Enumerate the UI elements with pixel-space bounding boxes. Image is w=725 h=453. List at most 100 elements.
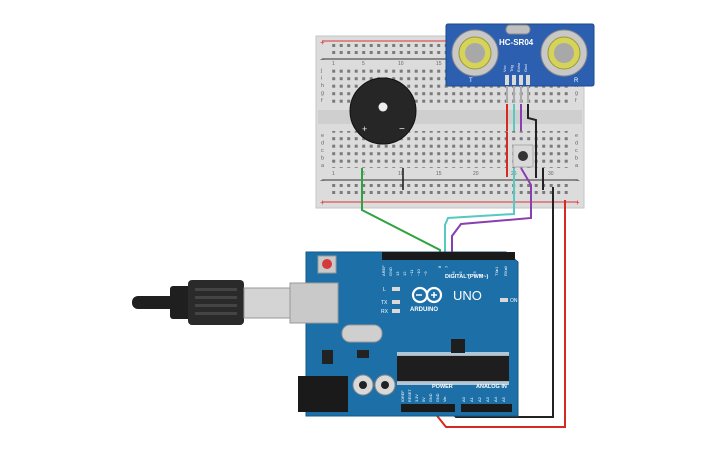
sensor-t-mark: T	[469, 78, 473, 84]
pin-label: Vin	[443, 397, 447, 402]
pin-label: 2	[479, 273, 484, 276]
pin-label: IOREF	[401, 390, 405, 402]
row-letter: e	[575, 133, 578, 139]
piezo-buzzer[interactable]: + −	[349, 77, 417, 145]
button-cap[interactable]	[518, 151, 528, 161]
tx-label: TX	[381, 300, 388, 306]
row-letter: g	[575, 91, 578, 97]
buzzer-plus-label: +	[362, 124, 367, 134]
arduino-brand: ARDUINO	[410, 307, 438, 313]
pin-label: GND	[388, 267, 393, 276]
row-letter: d	[321, 141, 324, 147]
column-number: 10	[398, 61, 404, 67]
column-number: 5	[362, 171, 365, 177]
pin-label: 3.3V	[415, 394, 419, 402]
sensor-pin-label: Vcc	[502, 65, 507, 72]
pin-label: 13	[395, 271, 400, 276]
pin-label: 5V	[422, 397, 426, 402]
pin-label: ~6	[451, 271, 456, 276]
row-letter: c	[575, 148, 578, 154]
power-wire[interactable]	[433, 200, 566, 428]
power-header[interactable]	[401, 404, 455, 412]
row-letter: a	[575, 163, 579, 169]
row-letter: g	[321, 91, 324, 97]
rail-minus-br: −	[575, 176, 580, 185]
on-label: ON	[510, 298, 518, 304]
rx-label: RX	[381, 309, 389, 315]
column-number: 15	[436, 171, 442, 177]
arduino-model: UNO	[453, 288, 482, 303]
rail-plus-tl: +	[320, 38, 325, 47]
l-label: L	[383, 287, 386, 293]
row-letter: j	[320, 68, 322, 74]
arduino-uno[interactable]: L TX RX ON ARDUINO UNO DIGITAL (PWM~) PO…	[289, 251, 519, 417]
pin-label: ~10	[416, 268, 421, 276]
pin-label: ~3	[472, 271, 477, 276]
pin-label: A0	[461, 396, 466, 402]
column-number: 5	[362, 61, 365, 67]
l-led	[392, 287, 400, 291]
pin-label: A4	[493, 396, 498, 402]
crystal	[341, 324, 383, 343]
usb-plug-metal	[243, 287, 291, 319]
bottom-power-rail	[330, 183, 572, 197]
column-number: 1	[332, 171, 335, 177]
digital-pin-labels: AREF GND 13 12 ~11 ~10 ~9 8 7 ~6 ~5 4 ~3…	[381, 265, 508, 276]
rx-led	[392, 309, 400, 313]
gnd-jumper[interactable]	[527, 104, 537, 178]
tx-led	[392, 300, 400, 304]
usb-cable[interactable]	[132, 280, 291, 325]
sensor-pin-label: Gnd	[523, 64, 528, 72]
pin-label: RESET	[408, 389, 412, 402]
pin-label: TX▸1	[494, 266, 499, 276]
analog-label: ANALOG IN	[476, 384, 507, 390]
smd-component	[357, 350, 369, 358]
sensor-r-mark: R	[574, 78, 579, 84]
column-number: 1	[332, 61, 335, 67]
pin-label: GND	[436, 393, 440, 402]
sensor-label: HC-SR04	[499, 38, 534, 47]
usb-plug-housing	[188, 280, 244, 325]
pin-label: 12	[402, 271, 407, 276]
rail-plus-bl: +	[320, 198, 325, 207]
sensor-transducer-right	[540, 29, 588, 77]
row-letter: h	[321, 83, 324, 89]
pin-label: ~9	[423, 271, 428, 276]
pin-label: RX◂0	[503, 265, 508, 276]
column-number: 30	[548, 171, 554, 177]
pin-label: 8	[437, 265, 442, 268]
row-letter: e	[321, 133, 324, 139]
push-button[interactable]	[512, 144, 534, 168]
power-jack[interactable]	[298, 376, 348, 412]
atmega-chip	[397, 355, 509, 382]
buzzer-minus-label: −	[399, 124, 405, 135]
crystal-oscillator	[505, 24, 531, 35]
row-letter: b	[321, 156, 324, 162]
digital-header[interactable]	[382, 252, 515, 260]
arduino-infinity-icon	[411, 286, 443, 304]
row-letter: c	[321, 148, 324, 154]
usb-port[interactable]	[289, 282, 339, 324]
column-number: 20	[473, 171, 479, 177]
column-number: 10	[398, 171, 404, 177]
analog-header[interactable]	[461, 404, 512, 412]
digital-label: DIGITAL (PWM~)	[445, 274, 489, 280]
analog-pin-labels: A0 A1 A2 A3 A4 A5	[461, 396, 506, 402]
echo-wire[interactable]	[451, 167, 532, 258]
rail-plus-br: +	[575, 198, 580, 207]
column-number: 15	[436, 61, 442, 67]
pin-label: ~5	[458, 271, 463, 276]
row-letter: i	[321, 76, 322, 82]
reset-button[interactable]	[322, 259, 332, 269]
pin-label: A3	[485, 396, 490, 402]
usb-strain-relief	[170, 286, 192, 319]
sensor-legs	[506, 86, 529, 103]
regulator-chip	[322, 350, 333, 364]
rail-minus-bl: −	[320, 176, 325, 185]
trig-wire[interactable]	[444, 168, 515, 258]
ultrasonic-sensor[interactable]: HC-SR04 T R Vcc Trig Echo Gnd	[445, 23, 595, 87]
row-letter: a	[321, 163, 325, 169]
buzzer-hole	[378, 102, 388, 112]
pin-label: 4	[465, 273, 470, 276]
row-letter: f	[575, 98, 577, 104]
